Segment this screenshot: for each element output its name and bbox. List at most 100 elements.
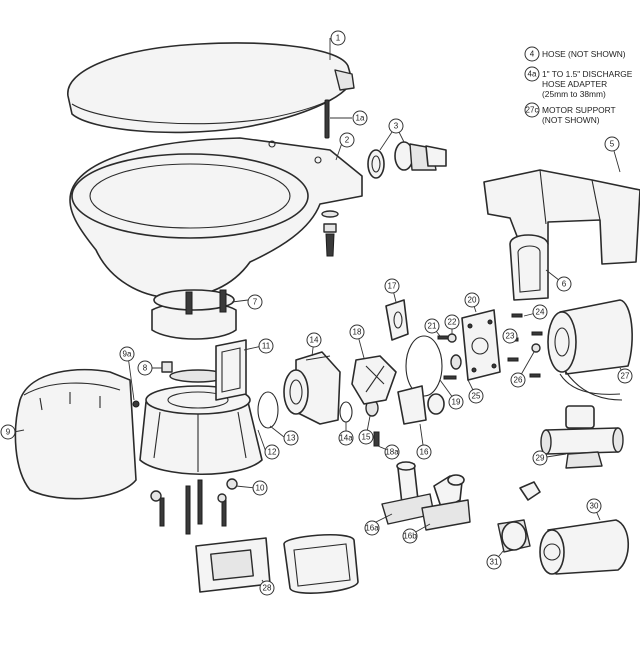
note-motor-support: 27c MOTOR SUPPORT (NOT SHOWN) <box>524 102 616 125</box>
callout-21: 21 <box>424 318 440 334</box>
note-hose: 4 HOSE (NOT SHOWN) <box>524 46 626 62</box>
callout-8: 8 <box>137 360 153 376</box>
svg-text:6: 6 <box>562 280 567 289</box>
part-o-ring-19 <box>405 335 443 397</box>
part-shroud <box>14 368 137 500</box>
callout-10: 10 <box>252 480 268 496</box>
svg-text:14a: 14a <box>339 434 353 443</box>
svg-text:25: 25 <box>472 392 481 401</box>
svg-text:1: 1 <box>336 34 341 43</box>
svg-text:HOSE (NOT SHOWN): HOSE (NOT SHOWN) <box>542 49 626 59</box>
svg-text:27c: 27c <box>526 106 539 115</box>
svg-text:10: 10 <box>256 484 265 493</box>
callout-16a: 16a <box>364 520 380 536</box>
callout-9: 9 <box>0 424 16 440</box>
svg-text:7: 7 <box>253 298 258 307</box>
note-discharge-adapter: 4a 1" TO 1.5" DISCHARGE HOSE ADAPTER (25… <box>524 66 633 99</box>
part-cover-bracket <box>509 234 549 301</box>
callout-30: 30 <box>586 498 602 514</box>
svg-text:23: 23 <box>506 332 515 341</box>
svg-text:19: 19 <box>452 398 461 407</box>
callout-31: 31 <box>486 554 502 570</box>
callout-16: 16 <box>416 444 432 460</box>
part-shroud-screw <box>132 400 140 408</box>
svg-text:22: 22 <box>448 318 457 327</box>
part-hinge-pin <box>324 99 330 139</box>
callout-6: 6 <box>556 276 572 292</box>
svg-text:18: 18 <box>353 328 362 337</box>
callout-27: 27 <box>617 368 633 384</box>
part-clamp <box>385 299 409 341</box>
part-bowl-bolt <box>321 210 339 257</box>
svg-text:28: 28 <box>263 584 272 593</box>
svg-text:11: 11 <box>262 342 271 351</box>
callout-1a: 1a <box>352 110 368 126</box>
svg-text:17: 17 <box>388 282 397 291</box>
svg-text:15: 15 <box>362 433 371 442</box>
svg-text:8: 8 <box>143 364 148 373</box>
svg-text:1a: 1a <box>356 114 365 123</box>
part-nut <box>161 361 173 373</box>
svg-text:20: 20 <box>468 296 477 305</box>
svg-text:18a: 18a <box>385 448 399 457</box>
callout-11: 11 <box>258 338 274 354</box>
svg-text:4: 4 <box>530 50 535 59</box>
callout-7: 7 <box>247 294 263 310</box>
callout-14a: 14a <box>338 430 354 446</box>
part-spring <box>373 431 380 447</box>
svg-text:5: 5 <box>610 140 615 149</box>
callout-20: 20 <box>464 292 480 308</box>
svg-text:26: 26 <box>514 376 523 385</box>
callout-17: 17 <box>384 278 400 294</box>
callout-5: 5 <box>604 136 620 152</box>
svg-text:(NOT SHOWN): (NOT SHOWN) <box>542 115 600 125</box>
svg-text:16: 16 <box>420 448 429 457</box>
callout-22: 22 <box>444 314 460 330</box>
callout-28: 28 <box>259 580 275 596</box>
svg-text:2: 2 <box>345 136 350 145</box>
callout-3: 3 <box>388 118 404 134</box>
part-o-ring-large <box>257 391 279 429</box>
part-water-pump <box>497 481 629 575</box>
svg-text:(25mm to 38mm): (25mm to 38mm) <box>542 89 606 99</box>
part-pump-base <box>139 369 263 476</box>
callout-18a: 18a <box>384 444 400 460</box>
callout-29: 29 <box>532 450 548 466</box>
svg-text:16a: 16a <box>365 524 379 533</box>
notes-legend: 4 HOSE (NOT SHOWN) 4a 1" TO 1.5" DISCHAR… <box>524 46 633 125</box>
callout-9a: 9a <box>119 346 135 362</box>
svg-text:16b: 16b <box>403 532 417 541</box>
part-motor-plate <box>461 309 501 381</box>
svg-text:9: 9 <box>6 428 11 437</box>
callout-16b: 16b <box>402 528 418 544</box>
callout-1: 1 <box>330 30 346 46</box>
svg-text:30: 30 <box>590 502 599 511</box>
svg-text:31: 31 <box>490 558 499 567</box>
svg-text:27: 27 <box>621 372 630 381</box>
svg-text:MOTOR SUPPORT: MOTOR SUPPORT <box>542 105 616 115</box>
part-solenoid-valve <box>540 405 624 469</box>
part-outlet-elbow <box>397 385 445 425</box>
svg-text:9a: 9a <box>123 350 132 359</box>
part-motor-cover <box>483 169 640 265</box>
callout-14: 14 <box>306 332 322 348</box>
callout-26: 26 <box>510 372 526 388</box>
svg-text:3: 3 <box>394 122 399 131</box>
callout-24: 24 <box>532 304 548 320</box>
callout-2: 2 <box>339 132 355 148</box>
callout-25: 25 <box>468 388 484 404</box>
part-control-panel <box>195 533 359 594</box>
callout-13: 13 <box>283 430 299 446</box>
callout-19: 19 <box>448 394 464 410</box>
part-motor <box>547 299 633 401</box>
svg-text:12: 12 <box>268 448 277 457</box>
part-pump-housing <box>283 351 341 425</box>
callout-15: 15 <box>358 429 374 445</box>
part-elbow-fitting <box>367 141 447 179</box>
part-gasket-plate <box>215 339 247 401</box>
part-flange <box>151 289 237 340</box>
svg-text:13: 13 <box>287 434 296 443</box>
callout-12: 12 <box>264 444 280 460</box>
